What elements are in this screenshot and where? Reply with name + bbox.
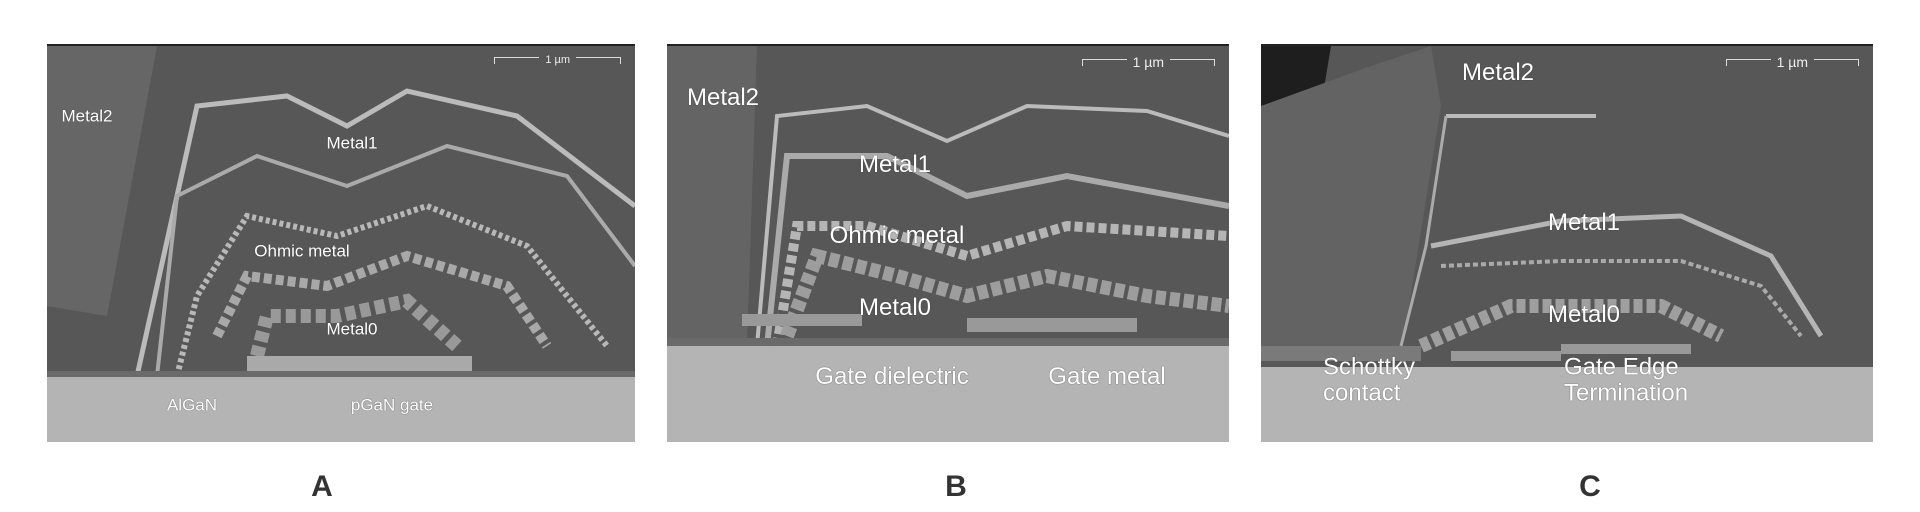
label-metal1: Metal1 xyxy=(326,133,378,153)
layer-structure xyxy=(47,46,635,377)
label-metal0: Metal0 xyxy=(858,293,932,321)
label-gate-dielectric: Gate dielectric xyxy=(815,362,969,390)
label-metal1: Metal1 xyxy=(858,150,932,178)
panel-label-c: C xyxy=(1579,470,1601,503)
label-ohmic-metal: Ohmic metal xyxy=(254,241,350,261)
substrate xyxy=(667,346,1229,442)
label-schottky-contact: Schottky contact xyxy=(1323,353,1416,407)
label-gate-metal: Gate metal xyxy=(1048,362,1166,390)
panel-label-b: B xyxy=(945,470,967,503)
sem-image-b: 1 µm Metal2 Metal1 Ohmic metal Metal0 Ga… xyxy=(667,44,1229,442)
scale-bar-label: 1 µm xyxy=(545,54,570,66)
layer-structure xyxy=(667,46,1229,347)
label-algan: AlGaN xyxy=(166,395,218,415)
label-metal2: Metal2 xyxy=(686,83,760,111)
layer-structure xyxy=(1261,46,1824,361)
scale-bar: 1 µm xyxy=(1725,54,1859,70)
label-metal2: Metal2 xyxy=(61,106,113,126)
label-gate-edge-termination: Gate Edge Termination xyxy=(1564,353,1689,407)
scale-bar: 1 µm xyxy=(1081,54,1215,70)
label-metal1: Metal1 xyxy=(1547,208,1621,236)
label-pgan-gate: pGaN gate xyxy=(350,395,434,415)
substrate xyxy=(1261,367,1873,442)
scale-bar-label: 1 µm xyxy=(1776,54,1808,70)
label-metal0: Metal0 xyxy=(326,319,378,339)
substrate xyxy=(47,377,635,442)
label-ohmic-metal: Ohmic metal xyxy=(829,221,965,249)
panel-label-a: A xyxy=(311,470,333,503)
sem-image-c: 1 µm Metal2 Metal1 Metal0 Schottky conta… xyxy=(1261,44,1873,442)
sem-image-a: 1 µm Metal2 Metal1 Ohmic metal Metal0 Al… xyxy=(47,44,635,442)
label-metal0: Metal0 xyxy=(1547,300,1621,328)
label-metal2: Metal2 xyxy=(1461,58,1535,86)
scale-bar: 1 µm xyxy=(494,54,621,66)
scale-bar-label: 1 µm xyxy=(1132,54,1164,70)
